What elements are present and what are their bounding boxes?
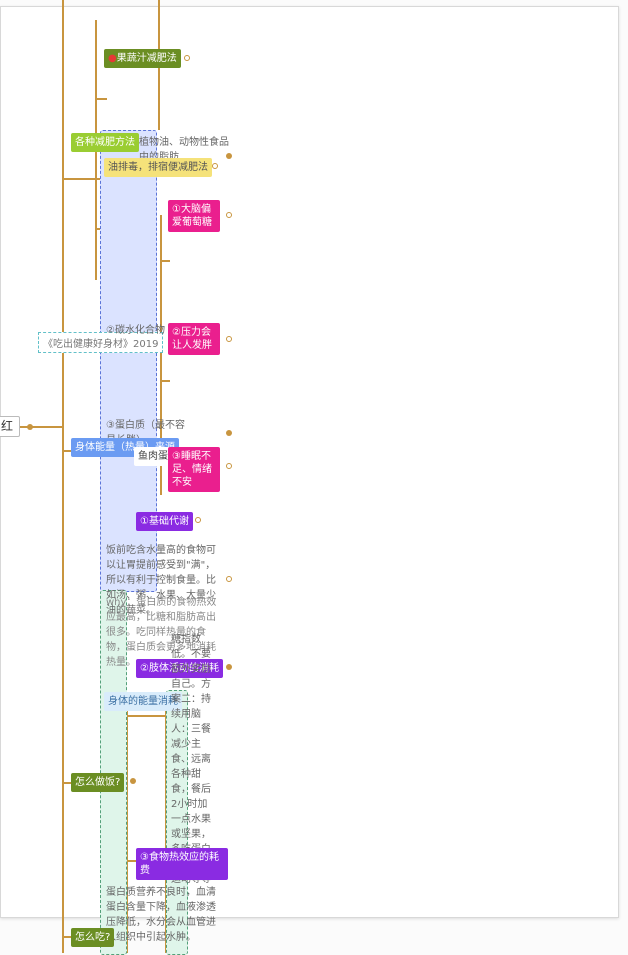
node-how-eat[interactable]: 怎么吃? [71,928,115,947]
group-box-consume [100,590,127,955]
node-stress[interactable]: ②压力会让人发胖 [168,323,220,355]
collapse-dot[interactable] [226,664,232,670]
node-thermic-effect[interactable]: ③食物热效应的耗费 [136,848,228,880]
node-water-food[interactable]: 饭前吃含水量高的食物可以让胃提前感受到"满"，所以有利于控制食量。比如汤、粥、水… [106,545,216,616]
connector [160,380,170,382]
node-book-ref[interactable]: 《吃出健康好身材》2019 [38,332,164,353]
connector [62,936,72,938]
trunk-line [62,0,64,953]
node-toxin-method[interactable]: 油排毒，排宿便减肥法 [104,158,212,177]
collapse-dot[interactable] [27,424,33,430]
node-how-cook[interactable]: 怎么做饭? [71,773,125,792]
node-basal-metabolism[interactable]: ①基础代谢 [136,512,193,531]
expand-dot[interactable] [184,55,190,61]
collapse-dot[interactable] [226,153,232,159]
branch-line [160,215,162,495]
node-brain-glucose[interactable]: ①大脑偏爱葡萄糖 [168,200,220,232]
node-protein-low[interactable]: 蛋白质营养不良时，血清蛋白含量下降，血液渗透压降低，水分会从血管进入组织中引起水… [106,887,216,943]
expand-dot[interactable] [226,463,232,469]
expand-dot[interactable] [226,212,232,218]
connector [126,860,138,862]
node-energy-cost[interactable]: 身体的能量消耗 [104,692,182,711]
expand-dot[interactable] [226,576,232,582]
apple-icon: ● [108,53,117,64]
node-activity[interactable]: ②肢体活动的消耗 [136,659,223,678]
branch-line [126,700,128,953]
expand-dot[interactable] [226,336,232,342]
expand-dot[interactable] [195,517,201,523]
node-fat-sources[interactable]: 植物油、动物性食品中的脂肪 [139,137,229,163]
node-sleep[interactable]: ③睡眠不足、情绪不安 [168,447,220,492]
node-fruit-veg-juice[interactable]: ●果蔬汁减肥法 [104,49,181,68]
collapse-dot[interactable] [130,778,136,784]
node-meat-fish-egg[interactable]: 鱼肉蛋 [134,447,172,466]
node-label: 果蔬汁减肥法 [116,53,177,64]
node-overlap-note[interactable]: why：蛋白质的食物热效应最高，比糖和脂肪高出很多。吃同样热量的食物，蛋白质会更… [106,597,217,668]
collapse-dot[interactable] [226,430,232,436]
root-node[interactable]: 红 [0,416,21,437]
connector [95,98,107,100]
expand-dot[interactable] [212,163,218,169]
node-weight-methods[interactable]: 各种减肥方法 [71,133,139,152]
connector [62,178,95,180]
connector [62,450,72,452]
connector [126,715,166,717]
node-carbs[interactable]: ②碳水化合物 [106,325,165,336]
connector [160,260,170,262]
